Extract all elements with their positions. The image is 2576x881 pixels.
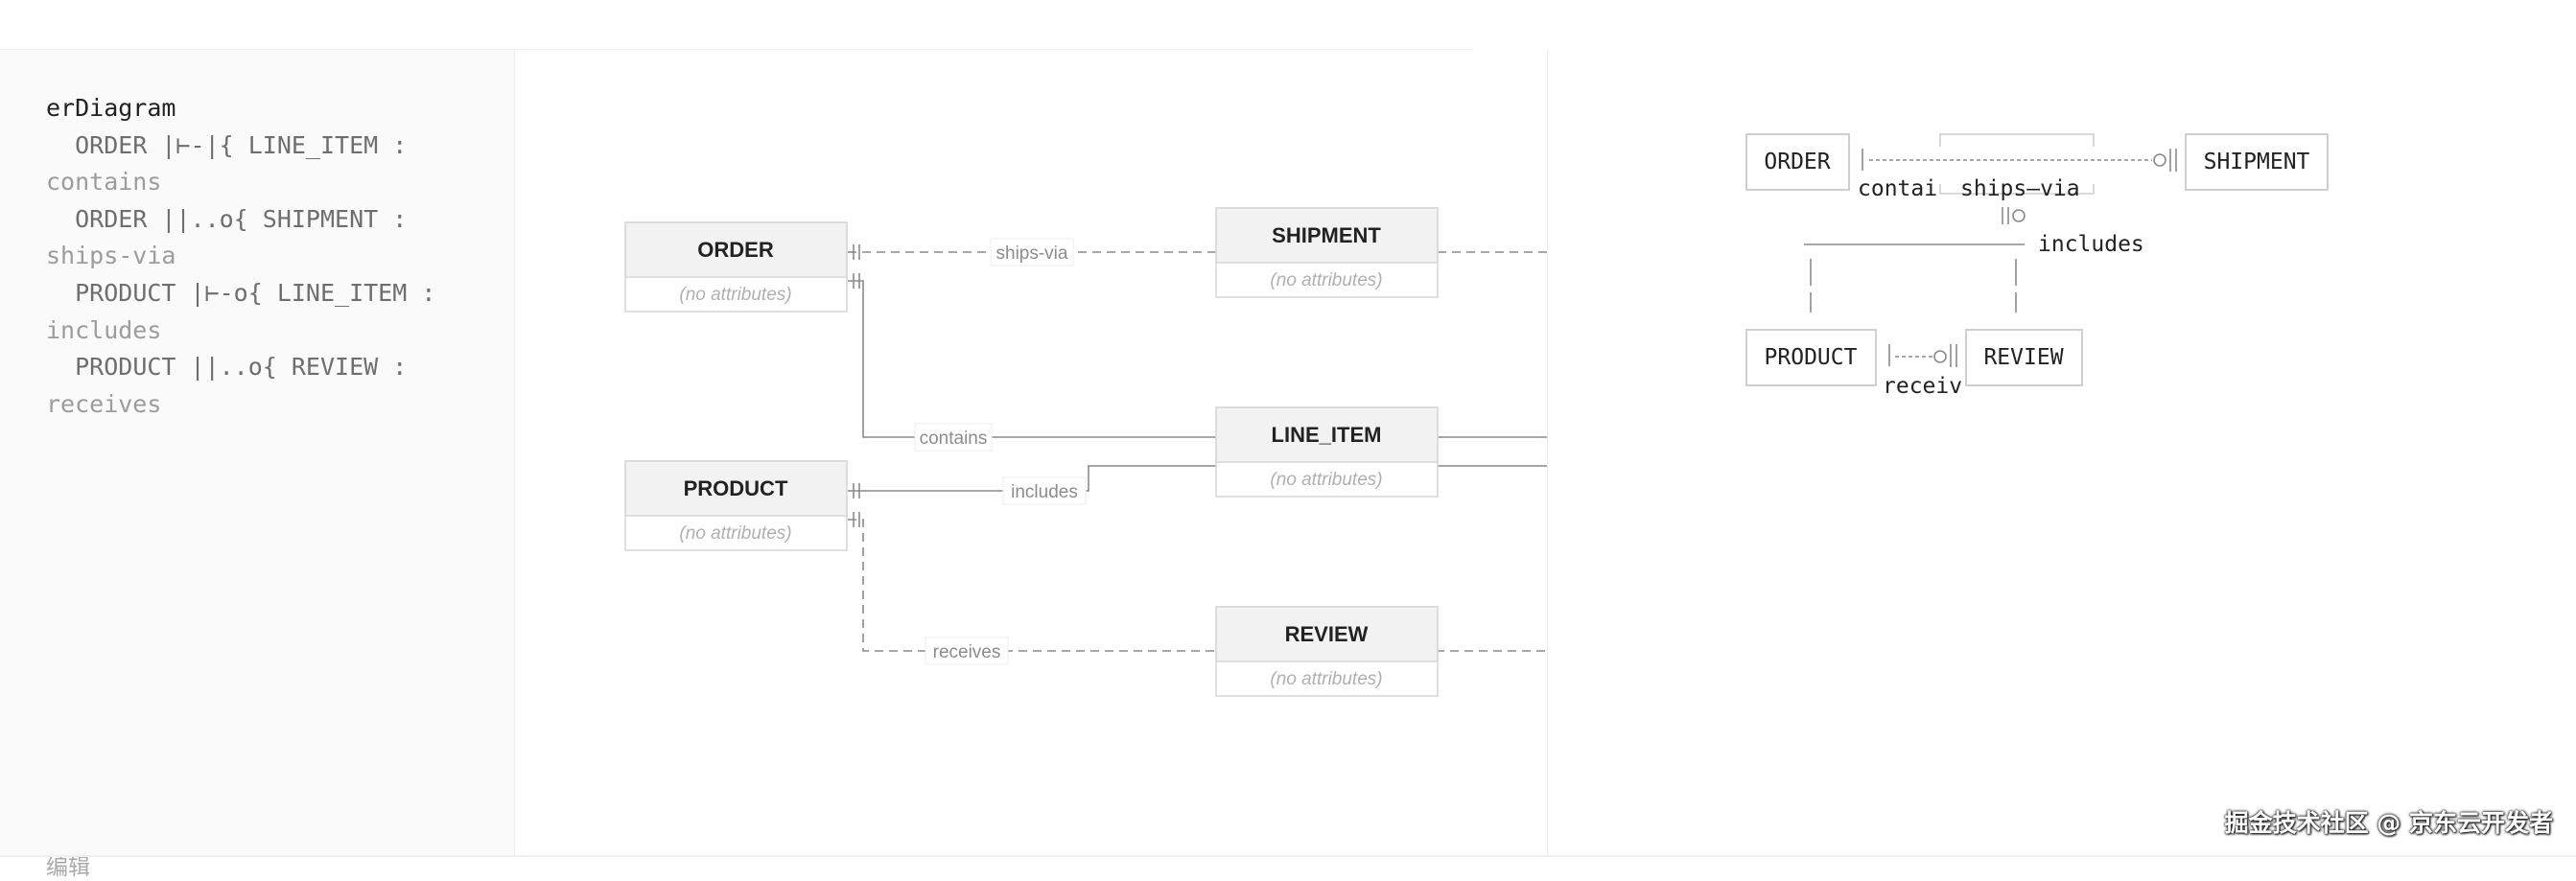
code-line: includes — [46, 315, 162, 344]
er-diagram: ships-via contains includes receives ORD… — [624, 207, 1549, 697]
edit-button[interactable]: 编辑 — [46, 855, 90, 880]
code-editor[interactable]: erDiagram ORDER |⊢-|{ LINE_ITEM : contai… — [0, 50, 515, 880]
entity-shipment[interactable]: SHIPMENT (no attributes) — [1215, 207, 1439, 298]
watermark: 掘金技术社区 @ 京东云开发者 — [2224, 809, 2553, 837]
entity-name: SHIPMENT — [1272, 223, 1381, 247]
includes-line — [848, 465, 1549, 492]
entity-product[interactable]: PRODUCT (no attributes) — [624, 460, 848, 551]
ascii-box-shipment — [2185, 133, 2329, 191]
receives-label: receives — [933, 642, 1001, 662]
ships-via-label: ships-via — [996, 243, 1068, 264]
receives-line — [848, 519, 1549, 652]
ascii-label: ORDER — [1764, 150, 1830, 174]
top-bar — [0, 0, 2576, 49]
top-divider — [0, 49, 1472, 50]
diagram-canvas[interactable]: ships-via contains includes receives ORD… — [516, 50, 1549, 857]
entity-attributes: (no attributes) — [1270, 470, 1382, 490]
ascii-box-product — [1745, 329, 1877, 386]
includes-label: includes — [1011, 482, 1078, 502]
code-line: ORDER |⊢-|{ LINE_ITEM : — [46, 130, 408, 159]
code-line: contains — [46, 168, 162, 197]
code-line: ORDER ||..o{ SHIPMENT : — [46, 204, 408, 233]
entity-name: REVIEW — [1285, 622, 1369, 646]
ascii-box-order — [1745, 133, 1850, 191]
code-line: PRODUCT ||..o{ REVIEW : — [46, 353, 408, 382]
contains-label: contains — [920, 429, 988, 449]
code-text[interactable]: erDiagram ORDER |⊢-|{ LINE_ITEM : contai… — [46, 90, 497, 423]
ascii-preview: ORDER SHIPMENT PRODUCT REVIEW contai shi… — [1548, 50, 2576, 857]
ascii-rel-label: includes — [2038, 232, 2144, 257]
ascii-label: PRODUCT — [1765, 345, 1858, 370]
entity-name: PRODUCT — [684, 476, 788, 500]
entity-attributes: (no attributes) — [679, 285, 791, 305]
code-line: PRODUCT |⊢-o{ LINE_ITEM : — [46, 278, 436, 307]
entity-attributes: (no attributes) — [679, 523, 791, 544]
contains-line — [848, 280, 1549, 438]
entity-attributes: (no attributes) — [1270, 270, 1382, 290]
ascii-diagram: ORDER SHIPMENT PRODUCT REVIEW contai shi… — [1745, 133, 2329, 399]
ascii-box-review — [1965, 329, 2083, 386]
entity-review[interactable]: REVIEW (no attributes) — [1215, 606, 1439, 697]
ascii-label: SHIPMENT — [2204, 150, 2310, 174]
entity-line-item[interactable]: LINE_ITEM (no attributes) — [1215, 406, 1439, 498]
ascii-rel-label: contai — [1858, 176, 1937, 201]
code-line: erDiagram — [46, 94, 176, 122]
ascii-label: REVIEW — [1983, 345, 2063, 370]
entity-name: LINE_ITEM — [1272, 423, 1382, 447]
entity-order[interactable]: ORDER (no attributes) — [624, 221, 848, 313]
code-line: ships-via — [46, 242, 176, 270]
ascii-rel-label: receiv — [1883, 374, 1962, 399]
entity-attributes: (no attributes) — [1270, 669, 1382, 689]
ascii-rel-label: ships—via — [1960, 176, 2080, 201]
code-line: receives — [46, 389, 162, 418]
entity-name: ORDER — [697, 238, 774, 262]
bottom-border — [0, 855, 2576, 857]
panel-divider — [1547, 50, 1548, 857]
